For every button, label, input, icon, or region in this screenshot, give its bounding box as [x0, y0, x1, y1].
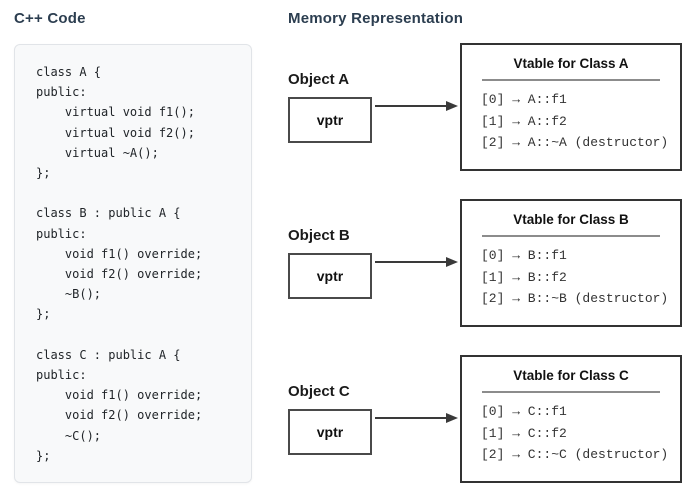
vtable-c-rows: [0] → C::f1 [1] → C::f2 [2] → C::~C (des…: [462, 393, 680, 466]
object-c-label: Object C: [288, 383, 350, 400]
vtable-entry: [0] → A::f1: [481, 92, 567, 107]
vtable-c-divider: [482, 391, 660, 393]
vtable-b-rows: [0] → B::f1 [1] → B::f2 [2] → B::~B (des…: [462, 237, 680, 310]
arrow-right-icon: [375, 413, 458, 423]
vtable-c-title: Vtable for Class C: [513, 368, 629, 383]
vtable-a-divider: [482, 79, 660, 81]
vtable-b-divider: [482, 235, 660, 237]
object-a-vptr-box: vptr: [288, 97, 372, 143]
object-a-label: Object A: [288, 71, 350, 88]
vtable-a-rows: [0] → A::f1 [1] → A::f2 [2] → A::~A (des…: [462, 81, 680, 154]
vtable-entry: [1] → A::f2: [481, 113, 567, 129]
vtable-entry: [2] → B::~B (destructor): [481, 291, 669, 306]
object-b-vptr-box: vptr: [288, 253, 372, 299]
cpp-code-heading: C++ Code: [14, 10, 86, 27]
vtable-b-title: Vtable for Class B: [513, 212, 629, 227]
object-b-vptr-label: vptr: [316, 268, 344, 284]
vtable-b-box: Vtable for Class B [0] → B::f1 [1] → B::…: [460, 199, 682, 327]
arrow-right-icon: [375, 101, 458, 111]
vtable-entry: [1] → C::f2: [481, 425, 567, 441]
memory-representation-heading: Memory Representation: [288, 10, 464, 27]
vtable-a-title: Vtable for Class A: [513, 56, 629, 71]
object-c-vptr-label: vptr: [316, 424, 344, 440]
vtable-entry: [0] → B::f1: [481, 248, 567, 263]
object-c-vptr-box: vptr: [288, 409, 372, 455]
vtable-entry: [1] → B::f2: [481, 269, 567, 285]
vtable-entry: [2] → A::~A (destructor): [481, 135, 669, 150]
cpp-code-block: class A { public: virtual void f1(); vir…: [14, 44, 252, 483]
vtable-entry: [0] → C::f1: [481, 404, 567, 419]
arrow-right-icon: [375, 257, 458, 267]
cpp-code-text: class A { public: virtual void f1(); vir…: [36, 65, 203, 463]
vtable-a-box: Vtable for Class A [0] → A::f1 [1] → A::…: [460, 43, 682, 171]
vtable-c-box: Vtable for Class C [0] → C::f1 [1] → C::…: [460, 355, 682, 483]
vtable-entry: [2] → C::~C (destructor): [481, 447, 669, 462]
object-a-vptr-label: vptr: [316, 112, 344, 128]
object-b-label: Object B: [288, 227, 350, 244]
